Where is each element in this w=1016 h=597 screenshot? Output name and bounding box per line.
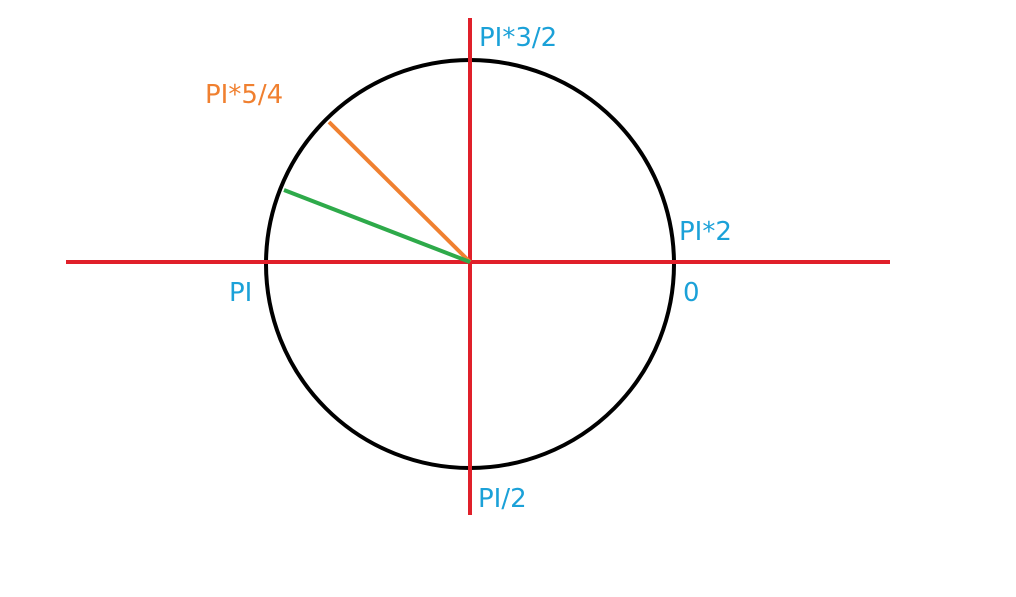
label-bottom: PI/2 xyxy=(478,484,527,514)
green-radius-line xyxy=(283,188,471,264)
label-orange-line: PI*5/4 xyxy=(205,80,283,110)
label-right-lower: 0 xyxy=(683,278,700,308)
label-top: PI*3/2 xyxy=(479,23,557,53)
label-left: PI xyxy=(229,278,252,308)
label-right-upper: PI*2 xyxy=(679,217,732,247)
orange-radius-line xyxy=(327,120,472,264)
